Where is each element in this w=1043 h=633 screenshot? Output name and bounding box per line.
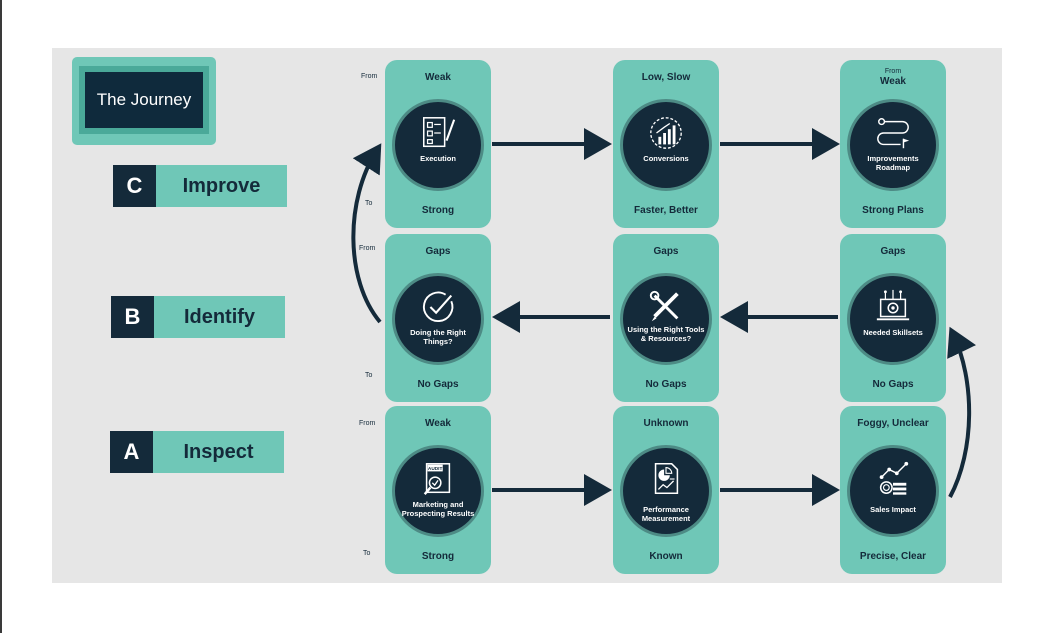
card-label: Execution (420, 154, 456, 163)
card-circle: AUDIT Marketing and Prospecting Results (392, 445, 484, 537)
checklist-pen-icon (422, 117, 456, 148)
card-from-text: Weak (425, 418, 451, 429)
card-to-text: No Gaps (645, 379, 687, 390)
card-label: Improvements Roadmap (867, 154, 919, 172)
check-circle-icon (422, 291, 454, 322)
card-right-tools: Gaps Using the Right Tools & Resources? … (613, 234, 719, 402)
audit-document-icon: AUDIT (423, 463, 451, 495)
roadmap-path-icon (877, 118, 910, 149)
coins-trend-icon (879, 461, 909, 495)
from-label: From (359, 420, 376, 427)
from-label: From (361, 73, 378, 80)
laptop-gear-icon (876, 289, 910, 321)
card-circle: Execution (392, 99, 484, 191)
card-to-text: Strong (421, 551, 455, 562)
card-to-text: Strong (421, 205, 455, 216)
card-to-text: Known (649, 551, 683, 562)
card-from-small: From (884, 68, 902, 75)
audit-badge: AUDIT (428, 466, 443, 472)
report-chart-icon (654, 463, 679, 495)
card-circle: Improvements Roadmap (847, 99, 939, 191)
stage-improve: C Improve (113, 165, 287, 207)
wrench-pencil-icon (649, 290, 679, 322)
stage-inspect: A Inspect (110, 431, 284, 473)
title-frame: The Journey (72, 57, 216, 145)
card-sales-impact: Foggy, Unclear Sales Impact Precise, Cle… (840, 406, 946, 574)
card-to-text: No Gaps (872, 379, 914, 390)
left-border (0, 0, 2, 633)
card-to-text: Faster, Better (634, 205, 698, 216)
card-to-text: No Gaps (417, 379, 459, 390)
page-title: The Journey (79, 66, 209, 134)
card-label: Performance Measurement (641, 505, 691, 523)
stage-name: Inspect (153, 431, 284, 473)
card-from-text: Low, Slow (641, 72, 691, 83)
stage-name: Identify (154, 296, 285, 338)
card-circle: Using the Right Tools & Resources? (620, 273, 712, 365)
card-circle: Sales Impact (847, 445, 939, 537)
stage-identify: B Identify (111, 296, 285, 338)
stage-name: Improve (156, 165, 287, 207)
card-label: Needed Skillsets (863, 328, 923, 337)
card-circle: Doing the Right Things? (392, 273, 484, 365)
card-to-text: Precise, Clear (859, 551, 927, 562)
card-doing-right-things: Gaps Doing the Right Things? No Gaps (385, 234, 491, 402)
stage-letter: A (110, 431, 153, 473)
card-from-text: Weak (425, 72, 451, 83)
card-label: Using the Right Tools & Resources? (627, 325, 705, 343)
to-label: To (365, 372, 373, 379)
card-from-text: From Weak (840, 68, 946, 87)
card-from-value: Weak (880, 76, 906, 87)
to-label: To (365, 200, 373, 207)
card-circle: Performance Measurement (620, 445, 712, 537)
card-execution: Weak Execution Strong (385, 60, 491, 228)
card-from-text: Gaps (425, 246, 451, 257)
card-label: Marketing and Prospecting Results (401, 500, 475, 518)
card-from-text: Foggy, Unclear (857, 418, 929, 429)
card-from-text: Gaps (653, 246, 679, 257)
card-circle: Needed Skillsets (847, 273, 939, 365)
from-label: From (359, 245, 376, 252)
card-to-text: Strong Plans (862, 205, 924, 216)
card-label: Conversions (643, 154, 689, 163)
card-marketing-results: Weak AUDIT Marketing and Prospecting Res… (385, 406, 491, 574)
stage-letter: C (113, 165, 156, 207)
card-label: Doing the Right Things? (410, 328, 466, 346)
card-performance-measurement: Unknown Performance Measurement Known (613, 406, 719, 574)
card-circle: Conversions (620, 99, 712, 191)
card-improvements-roadmap: From Weak Improvements Roadmap Strong Pl… (840, 60, 946, 228)
card-conversions: Low, Slow Conversions Faster, Better (613, 60, 719, 228)
growth-chart-icon (650, 117, 682, 149)
card-needed-skillsets: Gaps Needed Skillsets No Gaps (840, 234, 946, 402)
card-from-text: Gaps (880, 246, 906, 257)
to-label: To (363, 550, 371, 557)
stage-letter: B (111, 296, 154, 338)
card-label: Sales Impact (870, 505, 916, 514)
card-from-text: Unknown (643, 418, 689, 429)
